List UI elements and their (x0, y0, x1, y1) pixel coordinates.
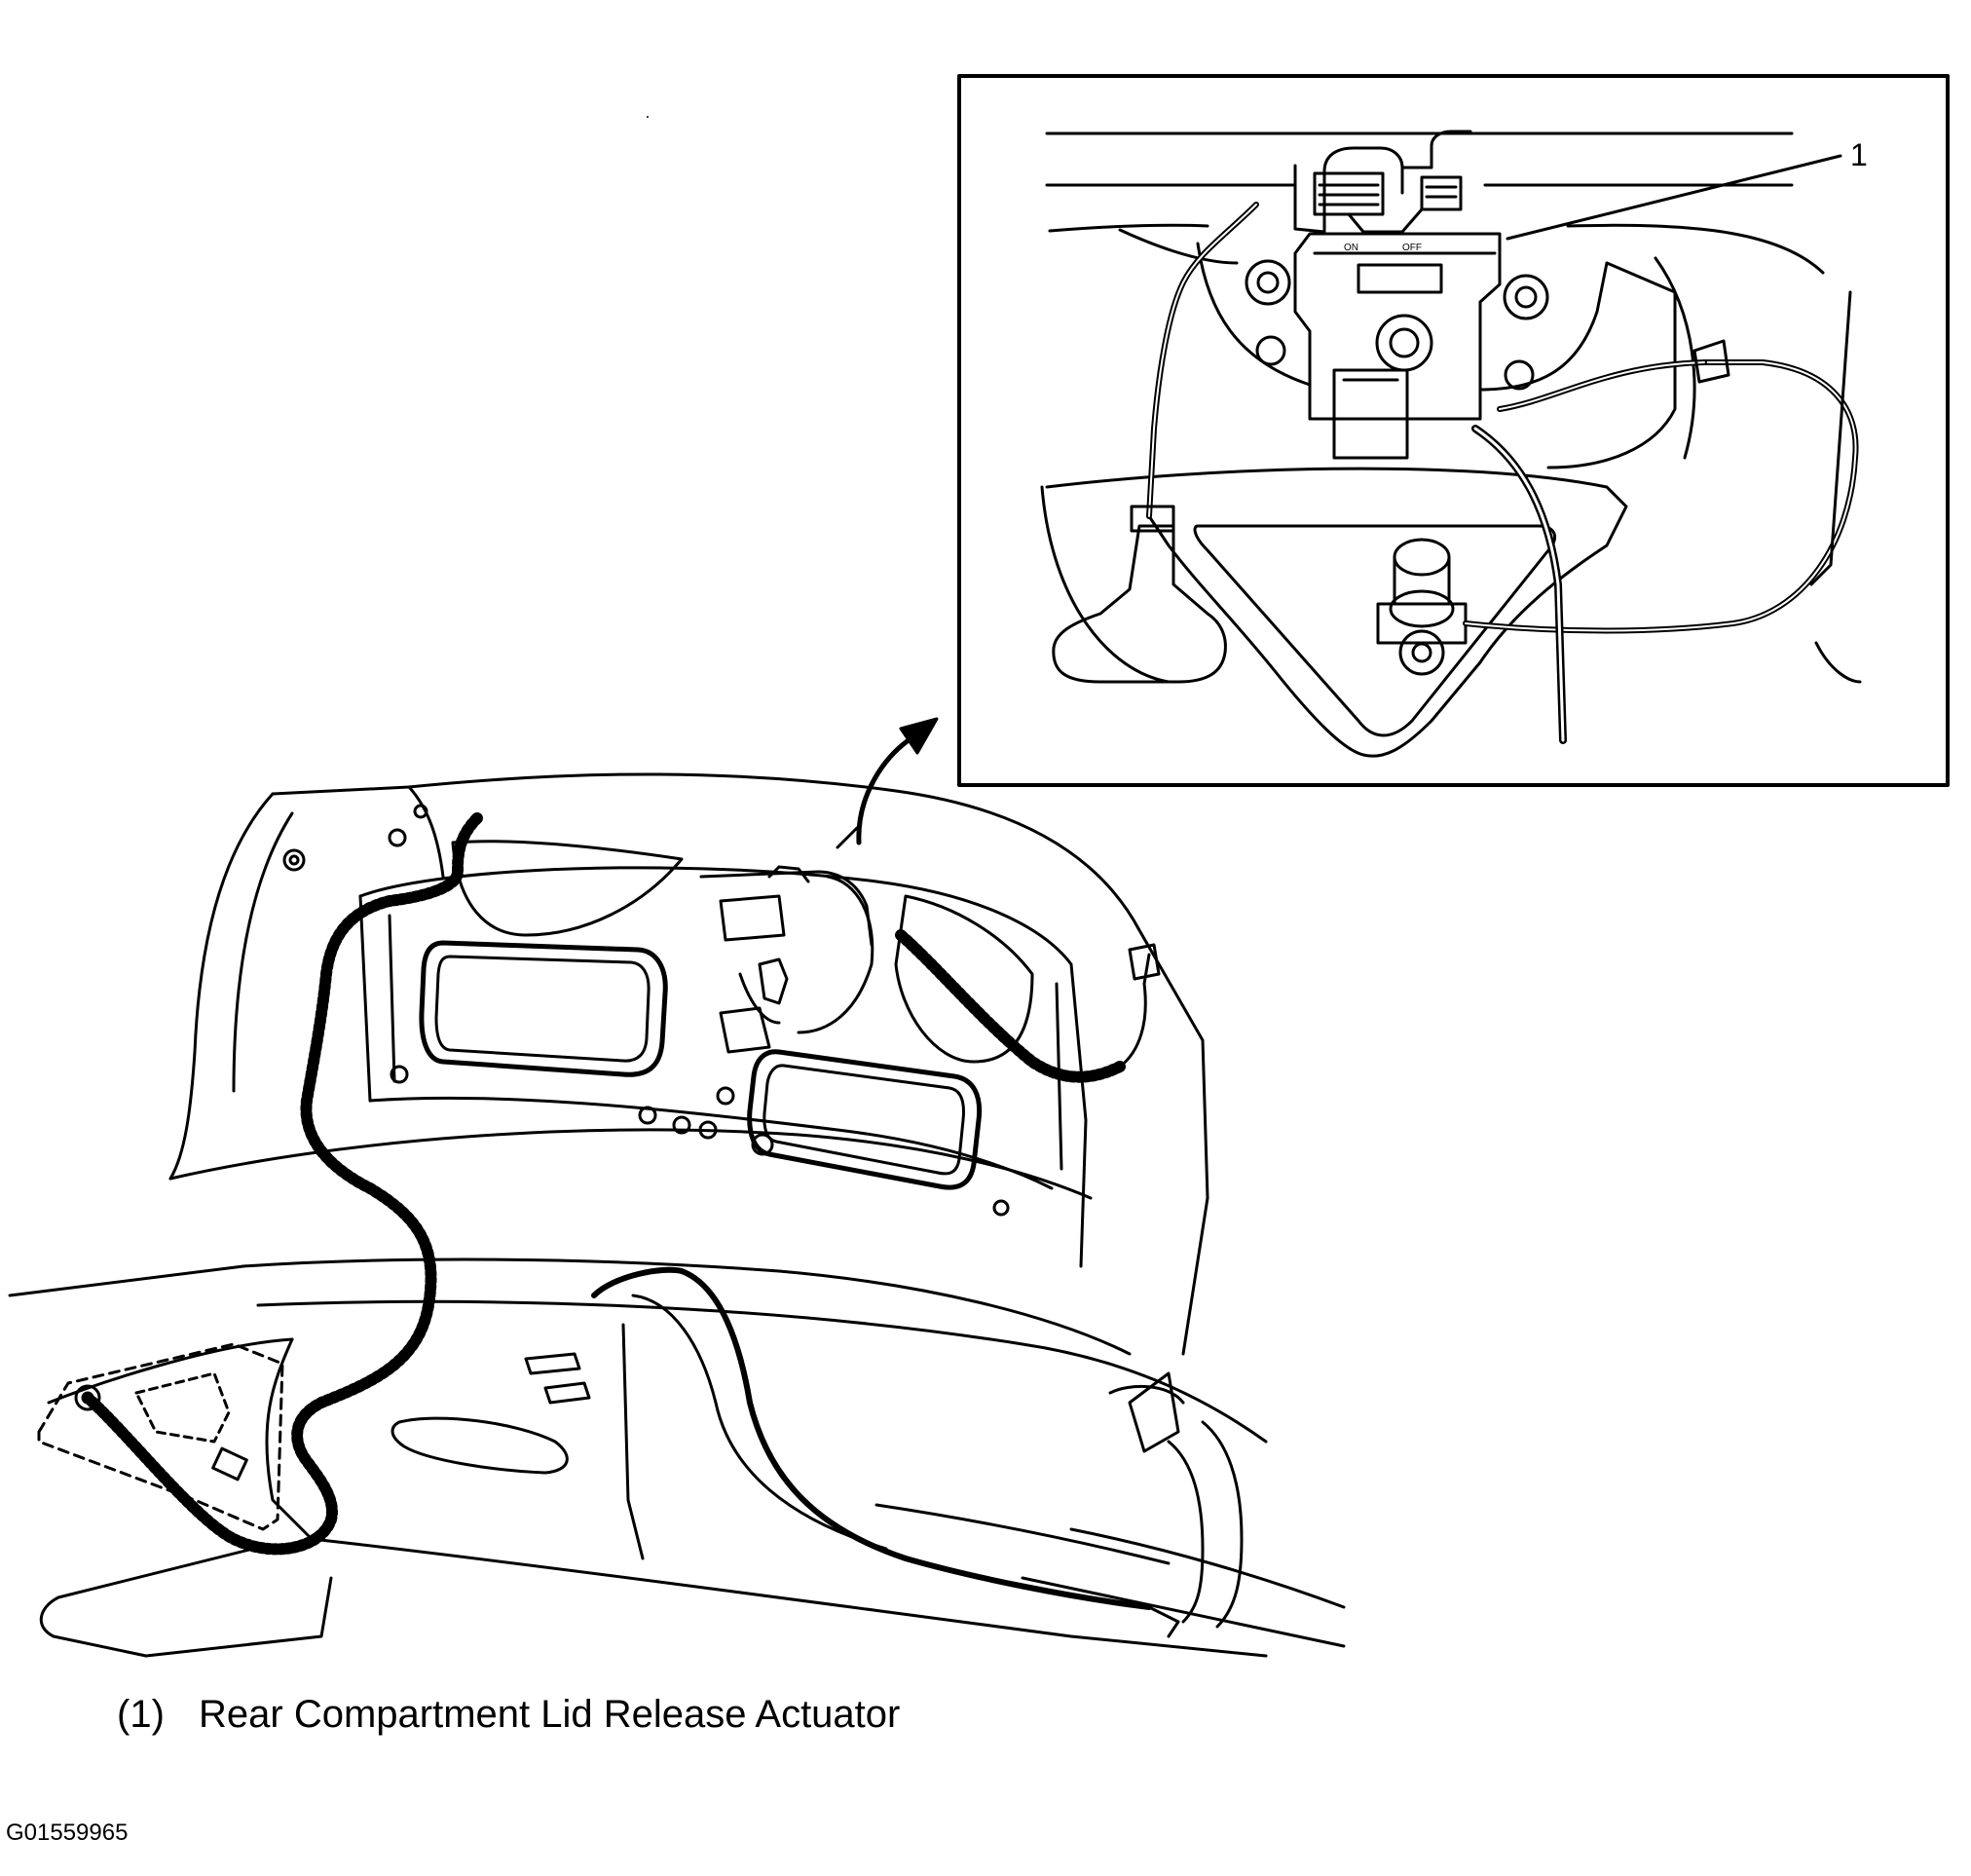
curved-arrow-icon (859, 719, 937, 843)
inset-frame (959, 76, 1948, 785)
latch-assembly: ON OFF (1246, 131, 1547, 458)
svg-text:OFF: OFF (1402, 243, 1422, 253)
inset-detail-view: ON OFF (959, 76, 1948, 785)
lock-cylinder (1378, 540, 1466, 674)
callout-number: 1 (1850, 137, 1868, 172)
callout-leader (1507, 156, 1841, 239)
legend-label: Rear Compartment Lid Release Actuator (199, 1693, 901, 1736)
emergency-release-handle (1054, 507, 1226, 682)
access-opening-right (750, 1052, 980, 1187)
trunk-lid-view (10, 774, 1344, 1656)
svg-text:ON: ON (1344, 243, 1358, 253)
legend-item-1: (1) Rear Compartment Lid Release Actuator (117, 1693, 900, 1737)
access-opening-left (422, 943, 665, 1074)
legend-number: (1) (117, 1693, 165, 1736)
figure-id: G01559965 (6, 1820, 129, 1846)
wiring-harness (88, 818, 1159, 1549)
